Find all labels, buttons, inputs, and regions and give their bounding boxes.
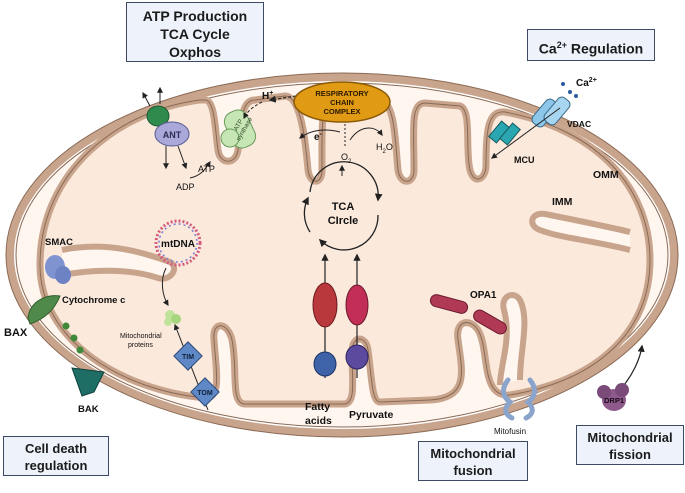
fatty-acids-label-2: acids [305,415,332,427]
cell-death-line-2: regulation [24,458,88,473]
resp-chain-label-3: COMPLEX [323,107,360,116]
calcium-ion-label: Ca2+ [576,77,597,89]
mito-proteins-label-1: Mitochondrial [120,333,162,340]
fatty-acids-label-1: Fatty [305,401,330,413]
smac-protein [45,255,71,284]
electron-arrow [299,129,341,139]
ca-box-sup: 2+ [556,40,567,50]
opa1-label: OPA1 [470,290,497,301]
mitofusin-protein [501,377,537,421]
bak-protein [71,367,105,397]
inner-membrane-line [39,95,651,405]
respiratory-chain-complex: RESPIRATORY CHAIN COMPLEX [293,81,391,123]
drp1-protein: DRP1 [597,383,629,411]
bax-protein [27,295,61,325]
vdac-label: VDAC [567,119,591,129]
mcu-channel [488,120,521,146]
cell-death-box: Cell death regulation [3,436,109,476]
fatty-acid-transporter [312,253,338,378]
tom-label: TOM [197,390,213,397]
bax-label: BAX [4,327,28,339]
electron-label: e- [314,131,323,143]
tca-label-2: CIrcle [328,215,359,227]
tca-cycle: TCA CIrcle [301,161,383,251]
mtdna-ring: mtDNA [154,219,202,267]
mcu-label: MCU [514,155,535,165]
drp1-arrow [623,344,645,386]
atp-synthase: ATP synthase [220,109,257,149]
adp-label: ADP [176,182,195,192]
crista-lower-right [497,292,528,386]
fission-line-1: Mitochondrial [587,430,673,445]
bak-label: BAK [78,404,99,415]
tom-complex: TOM [190,377,220,407]
cytochrome-c-label: Cytochrome c [62,295,125,306]
tim-label: TIM [182,354,194,361]
atp-box-line-3: Oxphos [168,44,222,60]
calcium-entry-arrow [491,107,561,159]
mito-fusion-box: Mitochondrial fusion [418,441,528,481]
opa1-protein [429,294,507,335]
outer-membrane-outer-line [5,72,679,438]
mitofusin-label: Mitofusin [494,427,526,436]
fission-line-2: fission [609,447,651,462]
resp-chain-label-2: CHAIN [330,98,354,107]
mito-fission-box: Mitochondrial fission [576,425,684,465]
h-plus-label: H+ [262,90,273,102]
mito-proteins-label-2: proteins [128,342,153,349]
pyruvate-transporter [345,253,369,378]
drp1-label: DRP1 [604,396,624,405]
cell-death-line-1: Cell death [24,441,88,456]
vdac-channel [531,96,571,128]
atp-box-line-2: TCA Cycle [160,26,230,42]
crista-left [61,243,178,282]
ca-regulation-box: Ca2+ Regulation [527,29,655,61]
ca-box-prefix: Ca [538,40,557,57]
omm-label: OMM [593,169,619,181]
ant-transporter: ANT [142,86,211,179]
resp-chain-label-1: RESPIRATORY [315,89,368,98]
tca-label-1: TCA [332,201,355,213]
h-plus-to-synthase-arrow [243,101,263,120]
ca-box-suffix: Regulation [566,40,644,57]
crista-right [529,210,631,253]
pyruvate-label: Pyruvate [349,409,394,421]
o2-to-h2o-arrow [349,127,383,141]
fusion-line-1: Mitochondrial [430,446,516,461]
cytochrome-c-dots [62,322,84,354]
smac-label: SMAC [45,237,73,248]
mtdna-label: mtDNA [161,239,195,250]
mito-protein-blob [164,310,181,326]
imm-label: IMM [552,196,573,208]
atp-label: ATP [198,164,215,174]
tim-complex: TIM [173,341,203,371]
ant-label: ANT [163,130,182,140]
fusion-line-2: fusion [453,463,493,478]
calcium-ions [561,82,578,98]
atp-box-line-1: ATP Production [142,8,248,24]
h-plus-arrow [268,95,297,103]
h2o-label: H2O [376,142,393,155]
atp-production-box: ATP Production TCA Cycle Oxphos [126,2,264,62]
mtdna-to-proteins-arrow [161,267,169,307]
